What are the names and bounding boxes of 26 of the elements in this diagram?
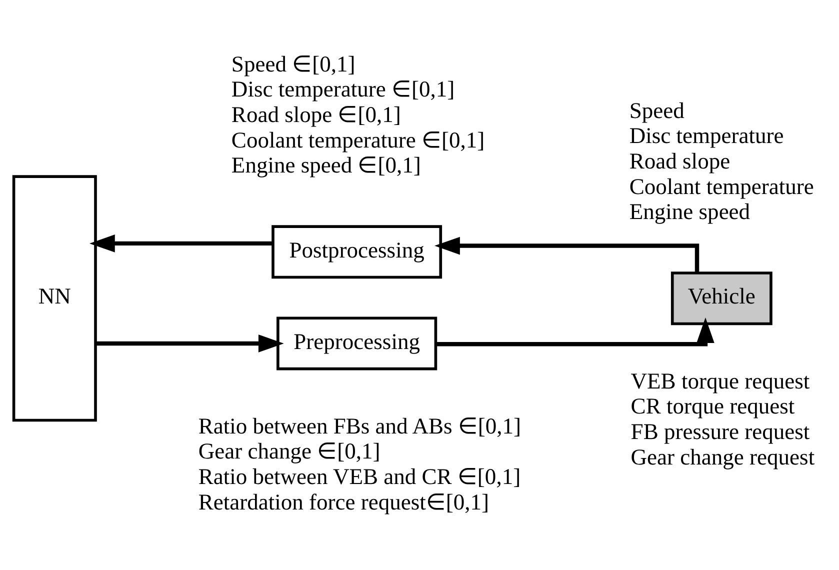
- label: Speed: [629, 98, 684, 123]
- label: FB pressure request: [630, 418, 810, 444]
- label: Engine speed: [629, 199, 750, 224]
- node-box: Vehicle: [670, 272, 772, 326]
- arrow: [434, 236, 700, 273]
- label: CR torque request: [630, 394, 795, 419]
- arrow: [436, 318, 714, 346]
- node-box: Preprocessing: [276, 316, 438, 370]
- label: VEB torque request: [630, 368, 810, 394]
- node-box: NN: [12, 175, 97, 422]
- arrow: [96, 334, 284, 352]
- label: Gear change request: [630, 444, 815, 470]
- label: Retardation force request∈[0,1]: [198, 489, 490, 514]
- label: Speed ∈[0,1]: [231, 51, 356, 76]
- label: Engine speed ∈[0,1]: [231, 152, 421, 178]
- label: Ratio between VEB and CR ∈[0,1]: [198, 464, 521, 490]
- label: Ratio between FBs and ABs ∈[0,1]: [198, 413, 522, 438]
- label: Road slope ∈[0,1]: [231, 102, 401, 128]
- label: Disc temperature ∈[0,1]: [231, 76, 455, 102]
- node-box: Postprocessing: [272, 225, 442, 279]
- label: Disc temperature: [629, 123, 784, 148]
- label: Gear change ∈[0,1]: [198, 438, 380, 464]
- label: Coolant temperature: [629, 174, 814, 199]
- label: Road slope: [629, 148, 730, 174]
- arrow: [89, 234, 273, 252]
- label: Coolant temperature ∈[0,1]: [231, 127, 485, 152]
